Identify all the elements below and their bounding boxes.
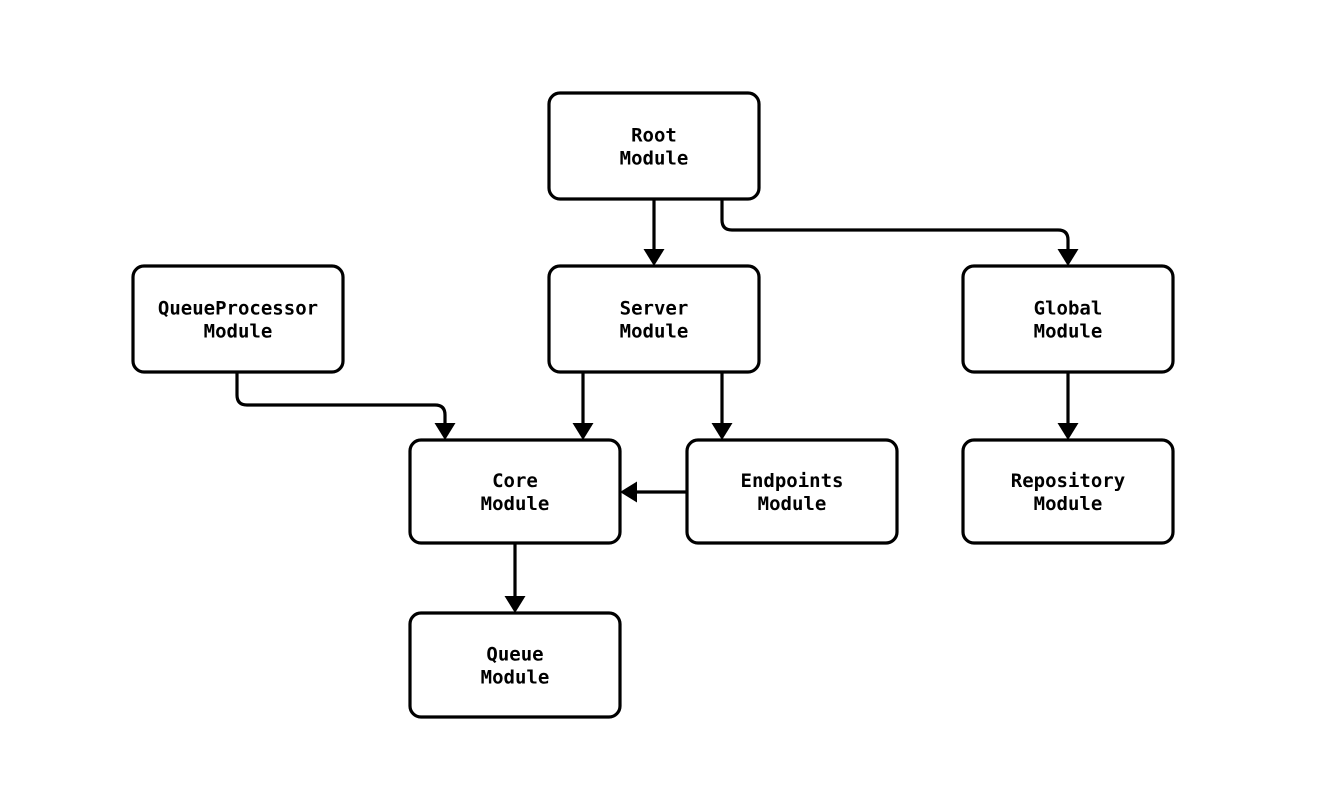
edge-root-to-global	[720, 199, 1079, 266]
queue-module-node-label-line1: Queue	[486, 643, 543, 665]
edge-core-to-queue	[504, 543, 526, 613]
edge-server-to-endpoints	[711, 369, 733, 440]
edge-root-to-server	[643, 199, 665, 266]
queue-module-node-box[interactable]	[408, 611, 622, 719]
edge-root-to-global-line	[720, 199, 1070, 250]
edge-server-to-endpoints-arrowhead	[711, 423, 733, 440]
edge-global-to-repository-arrowhead	[1057, 423, 1079, 440]
core-module-node-label-line1: Core	[492, 470, 538, 492]
edge-queueprocessor-to-core-line	[235, 372, 447, 424]
repository-module-node-box[interactable]	[961, 438, 1175, 545]
queueprocessor-module-node-label-line1: QueueProcessor	[158, 297, 318, 319]
endpoints-module-node-label-line2: Module	[758, 493, 827, 515]
endpoints-module-node-box[interactable]	[685, 438, 899, 545]
queue-module-node-label-line2: Module	[481, 666, 550, 688]
root-module-node-box[interactable]	[547, 91, 761, 201]
edge-root-to-global-arrowhead	[1057, 249, 1079, 266]
repository-module-node-label-line2: Module	[1034, 493, 1103, 515]
edge-global-to-repository	[1057, 369, 1079, 440]
edge-root-to-server-arrowhead	[643, 249, 665, 266]
edge-endpoints-to-core	[620, 481, 687, 503]
edge-queueprocessor-to-core-arrowhead	[434, 423, 456, 440]
queueprocessor-module-node-label-line2: Module	[204, 320, 273, 342]
endpoints-module-node-label-line1: Endpoints	[741, 470, 844, 492]
repository-module-node-label-line1: Repository	[1011, 470, 1125, 492]
global-module-node-label-line2: Module	[1034, 320, 1103, 342]
server-module-node-label-line2: Module	[620, 320, 689, 342]
global-module-node-box[interactable]	[961, 264, 1175, 374]
global-module-node-label-line1: Global	[1034, 297, 1103, 319]
edge-server-to-core-arrowhead	[572, 423, 594, 440]
edge-core-to-queue-arrowhead	[504, 596, 526, 613]
edges-layer	[235, 199, 1079, 613]
edge-server-to-core	[572, 369, 594, 440]
server-module-node-label-line1: Server	[620, 297, 689, 319]
edge-queueprocessor-to-core	[235, 372, 456, 440]
core-module-node-box[interactable]	[408, 438, 622, 545]
core-module-node-label-line2: Module	[481, 493, 550, 515]
root-module-node-label-line1: Root	[631, 124, 677, 146]
edge-endpoints-to-core-arrowhead	[620, 481, 637, 503]
queueprocessor-module-node-box[interactable]	[131, 264, 345, 374]
server-module-node-box[interactable]	[547, 264, 761, 374]
root-module-node-label-line2: Module	[620, 147, 689, 169]
